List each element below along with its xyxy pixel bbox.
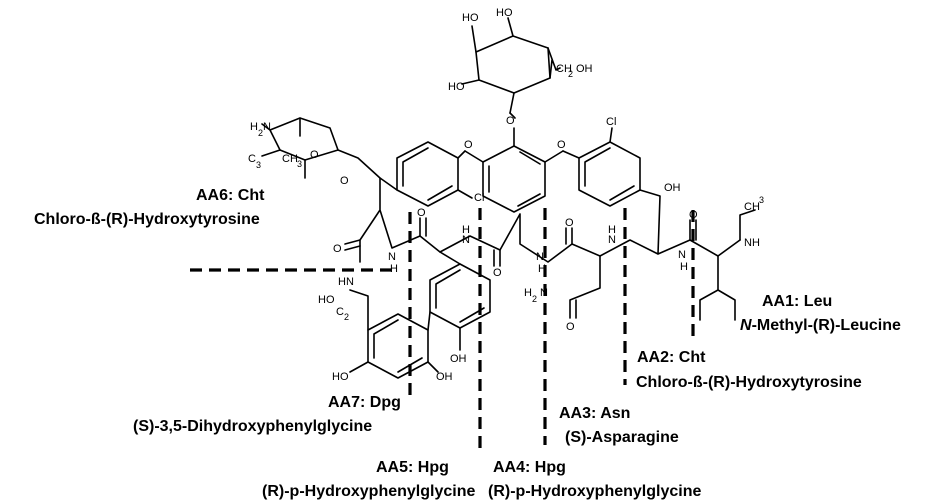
aa7-label: AA7: Dpg bbox=[328, 394, 401, 411]
aa5-name: (R)-p-Hydroxyphenylglycine bbox=[262, 483, 475, 500]
atom-oh-aa2: OH bbox=[664, 182, 681, 194]
atom-n-aa6: N bbox=[388, 251, 396, 263]
atom-co2: C bbox=[336, 306, 344, 318]
atom-ch3-aa1: CH bbox=[744, 201, 760, 213]
atom-hn-aa7: HN bbox=[338, 276, 354, 288]
atom-h2n-asn-sub: 2 bbox=[532, 294, 537, 304]
residue-labels: AA1: Leu N-Methyl-(R)-Leucine AA2: Cht C… bbox=[34, 187, 901, 500]
atom-ho2c: HO bbox=[318, 294, 335, 306]
atom-labels: HO HO HO O CH 2 OH O O Cl Cl OH H 2 N C … bbox=[248, 7, 764, 383]
atom-n-asn: N bbox=[540, 287, 548, 299]
atom-ch2oh-c: CH bbox=[556, 63, 572, 75]
atom-ch3-aa1-sub: 3 bbox=[759, 195, 764, 205]
atom-ho-1: HO bbox=[462, 12, 479, 24]
aa2-label: AA2: Cht bbox=[637, 349, 706, 366]
atom-cl-left: Cl bbox=[474, 192, 484, 204]
aa6-label: AA6: Cht bbox=[196, 187, 265, 204]
aa1-name: N-Methyl-(R)-Leucine bbox=[740, 317, 901, 334]
aa7-name: (S)-3,5-Dihydroxyphenylglycine bbox=[133, 418, 372, 435]
atom-o-bridge-left: O bbox=[464, 139, 473, 151]
atom-co2-sub: 2 bbox=[344, 312, 349, 322]
atom-h-aa5: H bbox=[462, 224, 470, 236]
atom-h2n-sugar: H bbox=[250, 121, 258, 133]
atom-ch3-sugar: C bbox=[248, 153, 256, 165]
atom-ho-2: HO bbox=[496, 7, 513, 19]
atom-o-sugar: O bbox=[506, 115, 515, 127]
atom-o-carbonyl-aa4: O bbox=[493, 267, 502, 279]
aa2-name: Chloro-ß-(R)-Hydroxytyrosine bbox=[636, 374, 862, 391]
atom-o-carbonyl-aa5: O bbox=[417, 207, 426, 219]
atom-h-aa4: H bbox=[538, 263, 546, 275]
atom-o-sugar-ring: O bbox=[310, 149, 319, 161]
molecule-bonds bbox=[261, 17, 756, 379]
atom-ch3-sugar-sub: 3 bbox=[256, 160, 261, 170]
atom-o-carbonyl-aa6: O bbox=[333, 243, 342, 255]
atom-n-aa4: N bbox=[536, 251, 544, 263]
atom-ch2oh-oh: OH bbox=[576, 63, 593, 75]
atom-h-aa6: H bbox=[390, 263, 398, 275]
aa5-label: AA5: Hpg bbox=[376, 459, 449, 476]
atom-n-aa3: N bbox=[608, 234, 616, 246]
atom-cl-right: Cl bbox=[606, 116, 616, 128]
atom-ho-3: HO bbox=[448, 81, 465, 93]
atom-o-carbonyl-aa1: O bbox=[689, 209, 698, 221]
atom-o-asn: O bbox=[566, 321, 575, 333]
aa3-name: (S)-Asparagine bbox=[565, 429, 679, 446]
atom-ch3-sugar-2: CH bbox=[282, 153, 298, 165]
aa6-name: Chloro-ß-(R)-Hydroxytyrosine bbox=[34, 211, 260, 228]
atom-o-carbonyl-aa3: O bbox=[565, 217, 574, 229]
aa3-label: AA3: Asn bbox=[559, 405, 630, 422]
atom-ch3-sugar-2-sub: 3 bbox=[297, 159, 302, 169]
atom-oh-aa5: OH bbox=[450, 353, 467, 365]
atom-o-ether-aa6: O bbox=[340, 175, 349, 187]
atom-h-aa3: H bbox=[608, 224, 616, 236]
aa4-name: (R)-p-Hydroxyphenylglycine bbox=[488, 483, 701, 500]
atom-o-bridge-right: O bbox=[557, 139, 566, 151]
atom-ho-aa7: HO bbox=[332, 371, 349, 383]
atom-n-sugar: N bbox=[263, 121, 271, 133]
aa4-label: AA4: Hpg bbox=[493, 459, 566, 476]
atom-oh-aa7: OH bbox=[436, 371, 453, 383]
aa1-label: AA1: Leu bbox=[762, 293, 832, 310]
atom-n-aa5: N bbox=[462, 234, 470, 246]
atom-h2n-asn: H bbox=[524, 287, 532, 299]
atom-h-aa2: H bbox=[680, 261, 688, 273]
atom-h2n-sugar-sub: 2 bbox=[258, 128, 263, 138]
atom-ch2oh-sub: 2 bbox=[568, 69, 573, 79]
atom-nh-aa1: NH bbox=[744, 237, 760, 249]
atom-n-aa2: N bbox=[678, 249, 686, 261]
